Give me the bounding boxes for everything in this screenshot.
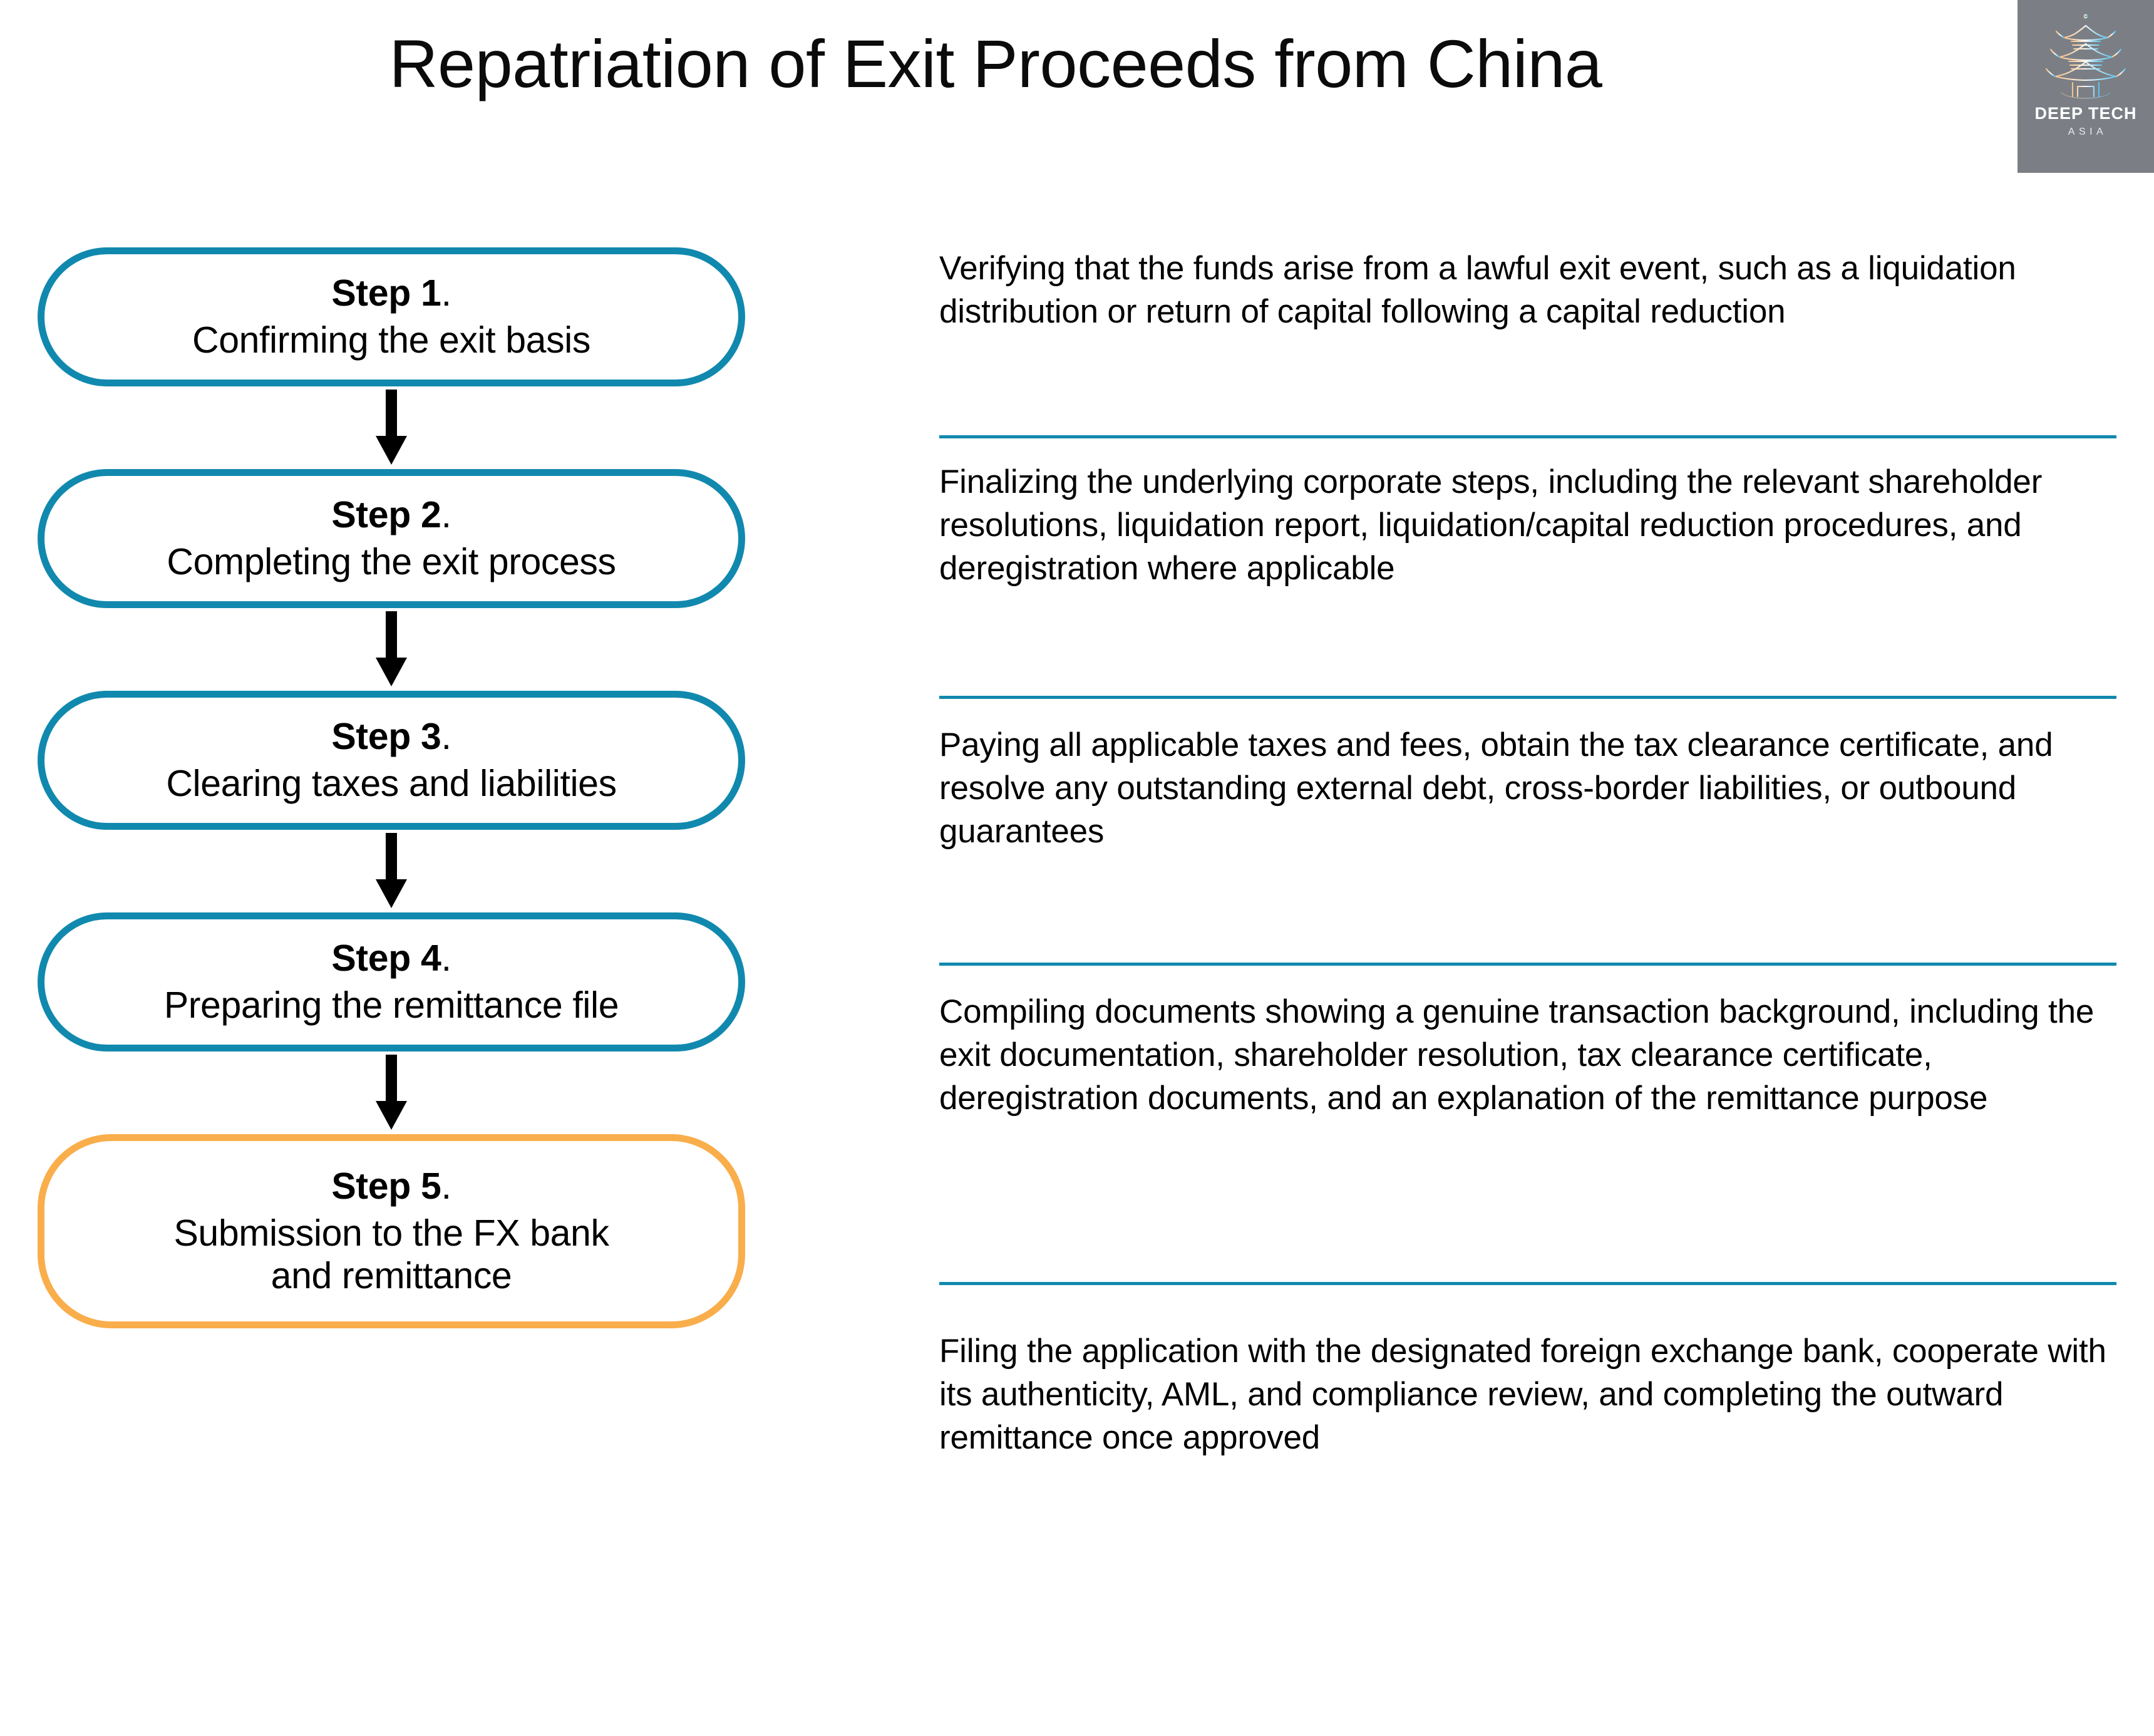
arrow-down-icon [376,390,407,465]
step-box-3[interactable]: Step 3. Clearing taxes and liabilities [38,691,745,830]
description-divider-1 [939,435,2116,438]
logo-wordmark: DEEP TECH [2034,104,2137,123]
description-block-1: Verifying that the funds arise from a la… [939,247,2116,438]
connector-4-5 [38,1051,745,1134]
step-box-5[interactable]: Step 5. Submission to the FX bank and re… [38,1134,745,1328]
arrow-down-icon [376,833,407,908]
step-box-4[interactable]: Step 4. Preparing the remittance file [38,912,745,1051]
flow-step-3: Step 3. Clearing taxes and liabilities [38,691,745,830]
brand-logo: DEEP TECH ASIA [2017,0,2154,173]
flow-step-2: Step 2. Completing the exit process [38,469,745,608]
description-text-5: Filing the application with the designat… [939,1333,2106,1456]
description-text-2: Finalizing the underlying corporate step… [939,463,2043,587]
description-block-3: Paying all applicable taxes and fees, ob… [939,699,2116,966]
step-title-5: Submission to the FX bank and remittance [173,1212,609,1297]
description-text-3: Paying all applicable taxes and fees, ob… [939,726,2053,850]
description-divider-2 [939,696,2116,699]
page-title: Repatriation of Exit Proceeds from China [389,26,1602,101]
step-title-1: Confirming the exit basis [192,319,590,361]
description-text-4: Compiling documents showing a genuine tr… [939,993,2095,1117]
step-label-2: Step 2. [331,493,451,535]
flow-step-4: Step 4. Preparing the remittance file [38,912,745,1051]
step-label-1: Step 1. [331,272,451,314]
flow-step-5: Step 5. Submission to the FX bank and re… [38,1134,745,1328]
step-title-2: Completing the exit process [167,540,616,582]
connector-3-4 [38,830,745,912]
step-title-4: Preparing the remittance file [163,984,619,1026]
pagoda-icon [2041,5,2131,99]
logo-subwordmark: ASIA [2068,127,2108,137]
step-descriptions: Verifying that the funds arise from a la… [939,247,2116,1460]
description-block-5: Filing the application with the designat… [939,1285,2116,1460]
step-label-3: Step 3. [331,715,451,757]
step-label-5: Step 5. [331,1165,451,1207]
description-text-1: Verifying that the funds arise from a la… [939,250,2016,330]
connector-1-2 [38,386,745,469]
arrow-down-icon [376,611,407,686]
flow-step-1: Step 1. Confirming the exit basis [38,247,745,386]
arrow-down-icon [376,1055,407,1130]
description-divider-3 [939,963,2116,966]
step-label-4: Step 4. [331,937,451,979]
step-box-2[interactable]: Step 2. Completing the exit process [38,469,745,608]
step-title-3: Clearing taxes and liabilities [166,762,617,804]
description-block-2: Finalizing the underlying corporate step… [939,438,2116,699]
step-box-1[interactable]: Step 1. Confirming the exit basis [38,247,745,386]
description-divider-4 [939,1282,2116,1285]
process-flow: Step 1. Confirming the exit basis Step 2… [38,247,745,1328]
description-block-4: Compiling documents showing a genuine tr… [939,966,2116,1285]
connector-2-3 [38,608,745,691]
